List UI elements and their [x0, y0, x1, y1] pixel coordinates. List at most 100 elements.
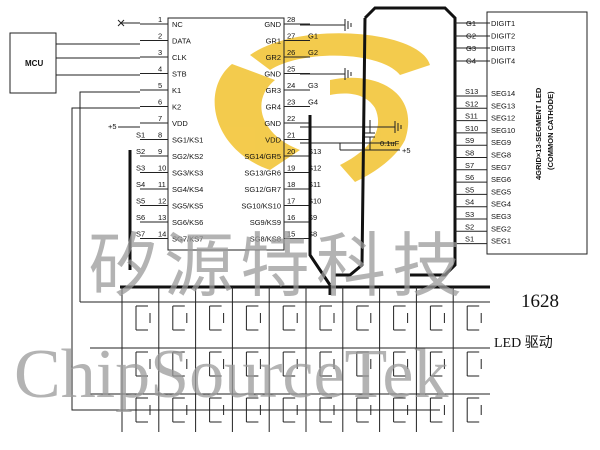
- net-label: S7: [136, 230, 145, 239]
- pin-number: 27: [287, 32, 295, 41]
- pin-number: 12: [158, 197, 166, 206]
- pin-label: SG6/KS6: [172, 218, 203, 227]
- led-pin-label: SEG6: [491, 175, 511, 184]
- net-label: S11: [308, 180, 321, 189]
- pin-number: 21: [287, 131, 295, 140]
- pin-number: 14: [158, 230, 166, 239]
- pin-label: K2: [172, 103, 181, 112]
- led-pin-label: SEG1: [491, 237, 511, 246]
- signal-bus: [120, 6, 490, 295]
- net-label: S1: [136, 131, 145, 140]
- net-label: S4: [136, 180, 145, 189]
- pin-label: GR1: [266, 37, 281, 46]
- led-net-label: S3: [465, 210, 474, 219]
- pin-label: GR3: [266, 86, 281, 95]
- pin-label: SG2/KS2: [172, 152, 203, 161]
- pin-label: GND: [264, 70, 281, 79]
- led-pin-label: SEG5: [491, 187, 511, 196]
- led-pin-label: SEG14: [491, 89, 515, 98]
- net-label: G3: [308, 81, 318, 90]
- pin-label: SG4/KS4: [172, 185, 203, 194]
- led-net-label: S12: [465, 99, 478, 108]
- pin-number: 28: [287, 15, 295, 24]
- pin-number: 26: [287, 48, 295, 57]
- pin-number: 23: [287, 98, 295, 107]
- pin-number: 19: [287, 164, 295, 173]
- pin-number: 1: [158, 15, 162, 24]
- net-label: G4: [308, 98, 318, 107]
- led-net-label: G4: [466, 57, 476, 66]
- net-label: S5: [136, 197, 145, 206]
- net-label: S8: [308, 230, 317, 239]
- pin-label: CLK: [172, 53, 187, 62]
- mcu-block: [9, 32, 57, 94]
- led-title-2: (COMMON CATHODE): [546, 91, 555, 170]
- net-label: S6: [136, 213, 145, 222]
- pin-label: SG9/KS9: [250, 218, 281, 227]
- net-label: G2: [308, 48, 318, 57]
- led-net-label: G2: [466, 32, 476, 41]
- pin-number: 20: [287, 147, 295, 156]
- led-net-label: S6: [465, 173, 474, 182]
- led-pin-label: DIGIT3: [491, 44, 515, 53]
- led-pin-label: SEG9: [491, 138, 511, 147]
- pin-label: GND: [264, 119, 281, 128]
- pin-number: 3: [158, 48, 162, 57]
- pin-label: SG1/KS1: [172, 136, 203, 145]
- pin-number: 4: [158, 65, 162, 74]
- pin-number: 24: [287, 81, 295, 90]
- pin-number: 7: [158, 114, 162, 123]
- led-net-label: G3: [466, 44, 476, 53]
- led-pin-labels: DIGIT1DIGIT2DIGIT3DIGIT4SEG14SEG13SEG12S…: [491, 19, 515, 246]
- pin-label: VDD: [172, 119, 188, 128]
- pin-label: SG12/GR7: [244, 185, 281, 194]
- pin-number: 17: [287, 197, 295, 206]
- led-net-label: S11: [465, 112, 478, 121]
- pin-number: 11: [158, 180, 166, 189]
- led-pin-label: SEG10: [491, 126, 515, 135]
- pin-label: DATA: [172, 37, 191, 46]
- pin-number: 18: [287, 180, 295, 189]
- pin-number: 8: [158, 131, 162, 140]
- watermark-en: ChipSourceTek: [14, 336, 448, 413]
- led-net-label: S4: [465, 198, 474, 207]
- pin-number: 5: [158, 81, 162, 90]
- pin-number: 2: [158, 32, 162, 41]
- cap-label: 0.1uF: [380, 139, 400, 148]
- pin-label: GND: [264, 20, 281, 29]
- led-net-label: S13: [465, 87, 478, 96]
- led-pin-label: DIGIT4: [491, 57, 515, 66]
- net-label: S3: [136, 164, 145, 173]
- net-label: S10: [308, 197, 321, 206]
- led-pin-label: SEG2: [491, 224, 511, 233]
- led-net-label: S2: [465, 222, 474, 231]
- led-net-label: S7: [465, 161, 474, 170]
- led-pin-label: SEG8: [491, 151, 511, 160]
- pin-label: GR2: [266, 53, 281, 62]
- pin-label: K1: [172, 86, 181, 95]
- mcu-label: MCU: [25, 59, 43, 68]
- chip-left-pins: 1NC2DATA3CLK4STB5K16K27VDD8SG1/KS19SG2/K…: [136, 15, 203, 244]
- chip-desc: LED 驱动: [494, 335, 553, 351]
- nc-mark: [117, 19, 140, 27]
- pin-label: SG14/GR5: [244, 152, 281, 161]
- led-title-1: 4GRID×13-SEGMENT LED: [534, 87, 543, 180]
- pin-number: 10: [158, 164, 166, 173]
- pin-number: 13: [158, 213, 166, 222]
- key-matrix: [79, 96, 490, 432]
- net-label: S12: [308, 164, 321, 173]
- led-net-label: S10: [465, 124, 478, 133]
- led-net-label: G1: [466, 19, 476, 28]
- led-pin-label: SEG4: [491, 200, 511, 209]
- net-label: S13: [308, 147, 321, 156]
- led-net-label: S9: [465, 136, 474, 145]
- led-pin-label: SEG13: [491, 101, 515, 110]
- pin-label: SG13/GR6: [244, 169, 281, 178]
- mcu-wires: [56, 43, 440, 411]
- watermark-cn: 矽源特科技: [88, 229, 468, 306]
- pin-label: VDD: [265, 136, 281, 145]
- net-label: S9: [308, 213, 317, 222]
- pin-label: NC: [172, 20, 183, 29]
